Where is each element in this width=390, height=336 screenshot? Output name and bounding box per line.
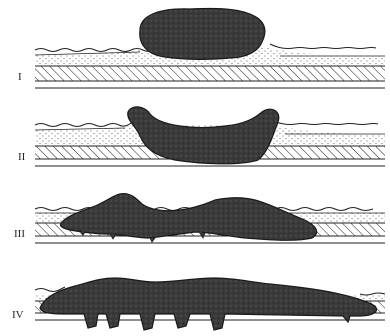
lesion-mass	[40, 278, 377, 330]
stage-3: III	[14, 194, 385, 243]
stage-2: II	[18, 107, 385, 166]
stage-1: I	[18, 9, 385, 88]
stage-label: II	[18, 151, 26, 163]
stage-label: I	[18, 71, 22, 83]
stage-label: III	[14, 228, 25, 240]
stage-4: IV	[12, 278, 385, 330]
lesion-mass	[140, 9, 265, 60]
stage-label: IV	[12, 309, 24, 321]
lesion-mass	[60, 194, 316, 241]
hatched-layer	[35, 66, 385, 81]
